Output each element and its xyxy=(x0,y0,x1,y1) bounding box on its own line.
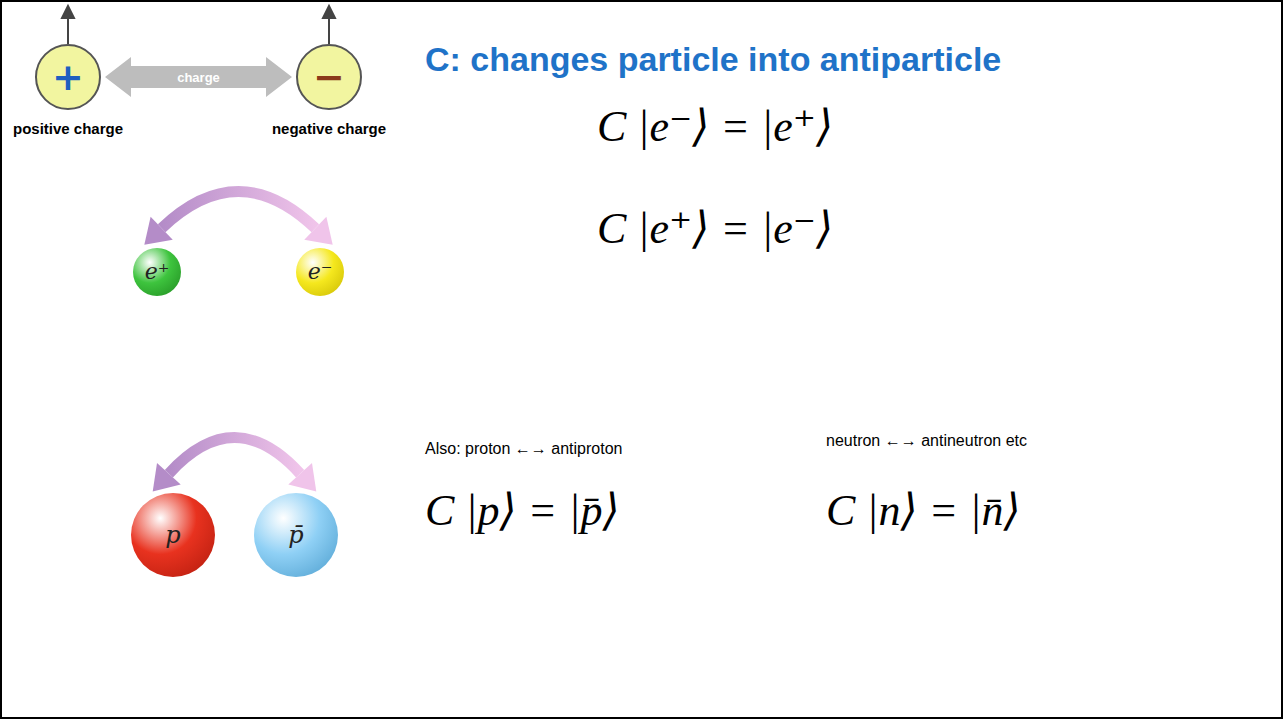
node-symbol: p̄ xyxy=(288,523,303,547)
arrow-label: charge xyxy=(174,70,223,85)
node-symbol: e⁺ xyxy=(145,261,170,283)
particle-ball: e⁺ xyxy=(133,248,181,296)
arrow-head xyxy=(288,463,316,492)
slide-title: C: changes particle into antiparticle xyxy=(425,40,1001,79)
equation: C |e⁺⟩ = |e⁻⟩ xyxy=(597,202,833,254)
note-text: Also: proton ←→ antiproton xyxy=(425,440,622,458)
node-symbol: + xyxy=(52,58,84,96)
particle-ball: p̄ xyxy=(254,493,338,577)
node-symbol: − xyxy=(313,58,345,96)
spin-arrow xyxy=(62,6,335,44)
note-text: neutron ←→ antineutron etc xyxy=(826,432,1027,450)
arrow-head xyxy=(153,463,181,492)
particle-ball: e⁻ xyxy=(296,248,344,296)
node-caption: negative charge xyxy=(272,120,386,137)
arrow-head xyxy=(144,217,172,245)
equation: C |n⟩ = |n̄⟩ xyxy=(826,484,1021,536)
particle-ball: p xyxy=(131,493,215,577)
charge-arrow xyxy=(105,57,292,97)
charge-circle: −negative charge xyxy=(296,44,362,110)
equation: C |e⁻⟩ = |e⁺⟩ xyxy=(597,100,833,152)
swap-arrow-body xyxy=(169,438,300,474)
node-caption: positive charge xyxy=(13,120,123,137)
equation: C |p⟩ = |p̄⟩ xyxy=(425,484,620,536)
charge-circle: +positive charge xyxy=(35,44,101,110)
node-symbol: p xyxy=(165,523,180,547)
swap-arrow xyxy=(144,192,332,245)
swap-arrow xyxy=(153,438,317,492)
swap-arrow-body xyxy=(162,192,316,229)
node-symbol: e⁻ xyxy=(308,261,333,283)
arrow-head xyxy=(304,217,332,245)
